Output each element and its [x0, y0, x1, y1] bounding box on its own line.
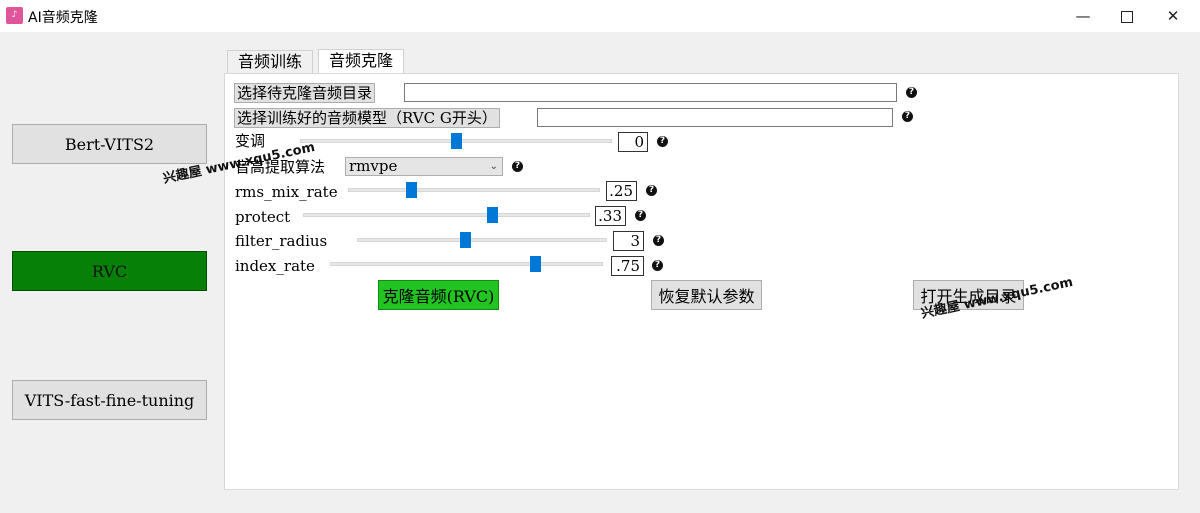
filter-radius-label: filter_radius: [235, 232, 328, 250]
filter-radius-slider[interactable]: [357, 232, 607, 248]
slider-thumb[interactable]: [451, 133, 462, 149]
maximize-icon: [1121, 10, 1133, 23]
close-button[interactable]: ✕: [1166, 7, 1180, 25]
f0-method-value: rmvpe: [349, 157, 398, 175]
app-logo-icon: ♪: [6, 7, 23, 24]
tab-audio-clone[interactable]: 音频克隆: [318, 49, 405, 74]
protect-label: protect: [235, 208, 291, 226]
index-rate-label: index_rate: [235, 257, 315, 275]
maximize-button[interactable]: [1104, 0, 1150, 32]
slider-thumb[interactable]: [487, 207, 499, 223]
select-audio-dir-button[interactable]: 选择待克隆音频目录: [234, 83, 376, 103]
sidebar-item-vits-fast-fine-tuning[interactable]: VITS-fast-fine-tuning: [12, 380, 207, 420]
rms-mix-rate-value[interactable]: .25: [606, 181, 637, 201]
model-path-input[interactable]: [537, 108, 893, 127]
pitch-slider[interactable]: [300, 133, 612, 149]
pitch-value[interactable]: 0: [618, 132, 648, 152]
index-rate-slider[interactable]: [330, 256, 603, 272]
sidebar-item-bert-vits2[interactable]: Bert-VITS2: [12, 124, 207, 164]
help-icon[interactable]: ?: [652, 260, 663, 271]
help-icon[interactable]: ?: [635, 210, 646, 221]
open-output-dir-button[interactable]: 打开生成目录: [913, 280, 1024, 310]
rms-mix-rate-slider[interactable]: [348, 182, 600, 198]
clone-audio-button[interactable]: 克隆音频(RVC): [378, 280, 499, 310]
slider-track: [348, 188, 600, 192]
chevron-down-icon: ⌄: [489, 161, 498, 172]
select-model-button[interactable]: 选择训练好的音频模型（RVC G开头）: [234, 108, 500, 128]
help-icon[interactable]: ?: [902, 111, 913, 122]
slider-thumb[interactable]: [529, 256, 541, 272]
f0-method-select[interactable]: rmvpe ⌄: [345, 157, 503, 176]
rms-mix-rate-label: rms_mix_rate: [235, 183, 338, 201]
filter-radius-value[interactable]: 3: [613, 231, 644, 251]
pitch-label: 变调: [235, 132, 266, 150]
tab-audio-training[interactable]: 音频训练: [227, 50, 314, 73]
f0-method-label: 音高提取算法: [235, 158, 326, 176]
help-icon[interactable]: ?: [653, 235, 664, 246]
window-title: AI音频克隆: [28, 10, 98, 26]
sidebar-item-rvc[interactable]: RVC: [12, 251, 207, 291]
slider-track: [357, 238, 607, 242]
help-icon[interactable]: ?: [657, 136, 668, 147]
audio-dir-input[interactable]: [404, 83, 897, 102]
title-bar: ♪ AI音频克隆 — ✕: [0, 0, 1200, 32]
slider-track: [303, 213, 590, 217]
minimize-button[interactable]: —: [1075, 7, 1091, 25]
protect-slider[interactable]: [303, 207, 590, 223]
protect-value[interactable]: .33: [595, 206, 626, 226]
help-icon[interactable]: ?: [906, 87, 917, 98]
index-rate-value[interactable]: .75: [611, 256, 644, 276]
reset-defaults-button[interactable]: 恢复默认参数: [651, 280, 762, 310]
help-icon[interactable]: ?: [646, 185, 657, 196]
slider-thumb[interactable]: [459, 232, 471, 248]
slider-track: [330, 262, 603, 266]
help-icon[interactable]: ?: [512, 161, 523, 172]
slider-thumb[interactable]: [406, 182, 417, 198]
